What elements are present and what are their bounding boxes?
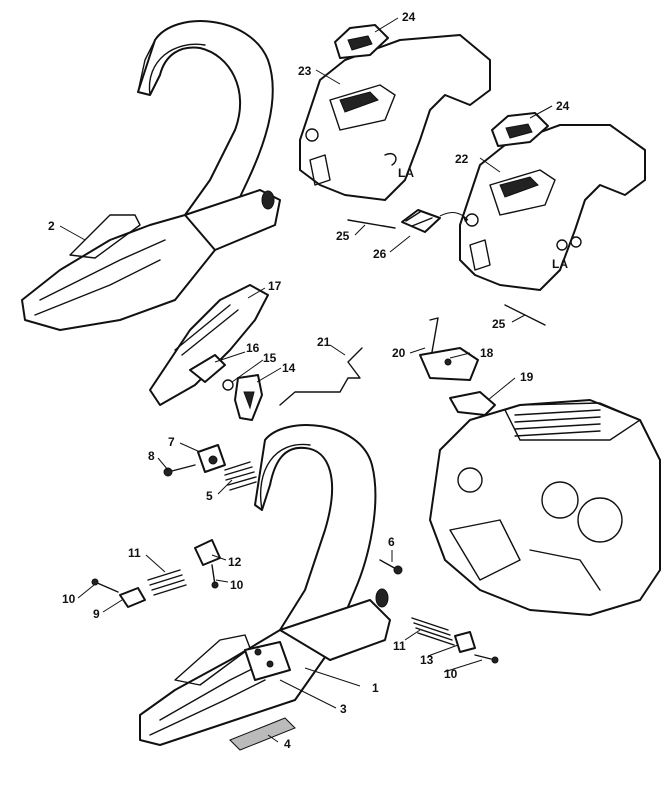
buffer-12: [194, 539, 221, 566]
bolt-10-left: [91, 578, 119, 593]
shroud-cover-lower: LA: [459, 112, 646, 291]
callout-22: 22: [455, 152, 469, 166]
callout-10-right: 10: [444, 667, 458, 681]
callout-11-left: 11: [128, 546, 141, 560]
upper-rear-handle: [21, 20, 281, 331]
throttle-rod: [279, 347, 363, 406]
callout-25-right: 25: [492, 317, 506, 331]
buffer-13: [454, 631, 476, 653]
callout-5: 5: [206, 489, 213, 503]
callout-2: 2: [48, 219, 55, 233]
handle-frame-lower: [139, 424, 391, 746]
callout-14: 14: [282, 361, 296, 375]
callout-9: 9: [93, 607, 100, 621]
callout-6: 6: [388, 535, 395, 549]
leader-lines: [59, 17, 553, 743]
strip-25-left: [347, 219, 396, 229]
callout-19: 19: [520, 370, 534, 384]
callout-8: 8: [148, 449, 155, 463]
callout-17: 17: [268, 279, 282, 293]
cover-marking-upper: LA: [398, 166, 414, 180]
bolt-6: [379, 559, 403, 575]
bolt-8: [163, 464, 196, 477]
engine-housing: [429, 399, 661, 616]
callout-26: 26: [373, 247, 387, 261]
callout-11-right: 11: [393, 639, 406, 653]
bolt-10-mid: [211, 564, 219, 589]
callout-25-left: 25: [336, 229, 350, 243]
warning-decal: [401, 209, 469, 233]
callout-3: 3: [340, 702, 347, 716]
callout-21: 21: [317, 335, 331, 349]
throttle-trigger-assembly: [149, 284, 269, 421]
spring-11-right: [411, 617, 455, 646]
buffer-7: [197, 444, 226, 473]
callout-24-right: 24: [556, 99, 570, 113]
callout-18: 18: [480, 346, 494, 360]
cover-marking-lower: LA: [552, 257, 568, 271]
callout-10-mid: 10: [230, 578, 244, 592]
callout-7: 7: [168, 435, 175, 449]
bolt-10-right: [474, 654, 499, 664]
callout-20: 20: [392, 346, 406, 360]
callout-24-left: 24: [402, 10, 416, 24]
callout-12: 12: [228, 555, 242, 569]
shroud-cover-upper: LA: [299, 24, 491, 201]
buffer-9: [119, 587, 146, 608]
callout-10-left: 10: [62, 592, 76, 606]
callout-23: 23: [298, 64, 312, 78]
callout-15: 15: [263, 351, 277, 365]
spring-11-left: [147, 569, 187, 596]
callout-4: 4: [284, 737, 291, 751]
callout-16: 16: [246, 341, 260, 355]
handle-label-strip: [229, 717, 296, 751]
callout-1: 1: [372, 681, 379, 695]
callout-13: 13: [420, 653, 434, 667]
spring-5: [224, 461, 257, 491]
choke-lever-assembly: [419, 317, 496, 416]
